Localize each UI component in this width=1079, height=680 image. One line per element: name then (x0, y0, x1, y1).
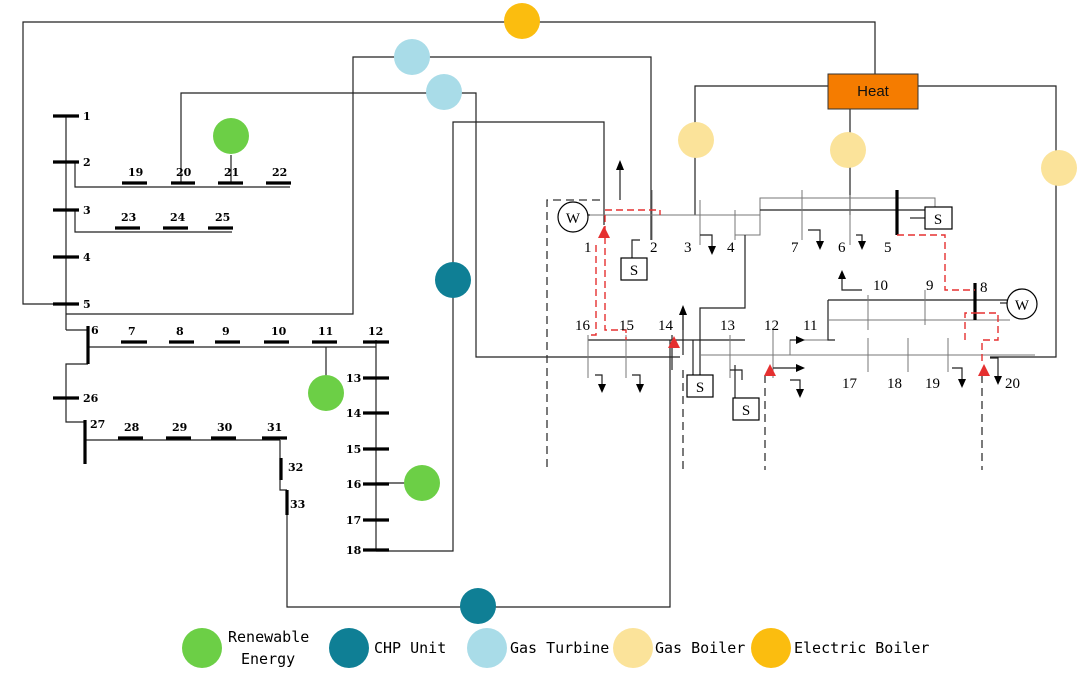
power-bus-label-24: 24 (170, 211, 186, 224)
chp-unit (435, 262, 471, 298)
svg-text:Gas Turbine: Gas Turbine (510, 639, 609, 657)
svg-text:S: S (696, 380, 704, 396)
power-bus-label-28: 28 (124, 421, 140, 434)
heat-node-label-17: 17 (842, 376, 858, 392)
legend: Renewable Energy CHP Unit Gas Turbine Ga… (182, 628, 929, 668)
heat-node-label-4: 4 (727, 240, 735, 256)
heat-node-label-10: 10 (873, 278, 888, 294)
power-bus-label-19: 19 (128, 166, 143, 179)
device-units (213, 3, 1077, 624)
svg-text:S: S (742, 403, 750, 419)
heat-node-label-5: 5 (884, 240, 892, 256)
storage-unit: S (732, 397, 760, 421)
power-bus-label-9: 9 (222, 325, 230, 338)
electric-boiler-unit (504, 3, 540, 39)
power-bus-label-1: 1 (83, 110, 91, 123)
power-bus-label-31: 31 (267, 421, 282, 434)
heat-box: Heat (827, 73, 919, 110)
power-bus-label-8: 8 (176, 325, 184, 338)
heat-node-label-7: 7 (791, 240, 799, 256)
power-bus-label-3: 3 (83, 204, 91, 217)
heat-node-label-1: 1 (584, 240, 592, 256)
power-bus-label-33: 33 (290, 498, 305, 511)
power-bus-label-15: 15 (346, 443, 361, 456)
storage-unit: S (924, 206, 953, 230)
renewable-energy-unit (308, 375, 344, 411)
power-bus-label-32: 32 (288, 461, 303, 474)
renewable-energy-unit (404, 465, 440, 501)
heat-node-label-11: 11 (803, 318, 817, 334)
power-bus-label-27: 27 (90, 418, 105, 431)
legend-item-chp-unit: CHP Unit (329, 628, 446, 668)
heat-node-label-9: 9 (926, 278, 934, 294)
wind-unit: W (1006, 288, 1038, 320)
power-bus-label-30: 30 (217, 421, 233, 434)
power-bus-label-22: 22 (272, 166, 287, 179)
legend-item-gas-boiler: Gas Boiler (613, 628, 745, 668)
heat-node-label-12: 12 (764, 318, 779, 334)
gas-boiler-unit (830, 132, 866, 168)
heat-node-label-2: 2 (650, 240, 658, 256)
svg-text:CHP Unit: CHP Unit (374, 639, 446, 657)
svg-text:W: W (566, 211, 581, 227)
power-bus-label-14: 14 (346, 407, 362, 420)
legend-item-electric-boiler: Electric Boiler (751, 628, 929, 668)
gas-turbine-unit (394, 39, 430, 75)
heat-node-label-16: 16 (575, 318, 591, 334)
legend-item-renewable-energy: Renewable Energy (182, 628, 309, 668)
power-bus-label-18: 18 (346, 544, 362, 557)
svg-text:S: S (934, 212, 942, 228)
svg-text:Renewable: Renewable (228, 628, 309, 646)
gas-boiler-unit (678, 122, 714, 158)
storage-unit: S (620, 257, 648, 281)
heat-node-label-13: 13 (720, 318, 735, 334)
storage-unit: S (686, 374, 714, 398)
legend-item-gas-turbine: Gas Turbine (467, 628, 609, 668)
svg-text:Gas Boiler: Gas Boiler (655, 639, 745, 657)
heat-network (546, 160, 1035, 470)
power-bus-label-13: 13 (346, 372, 361, 385)
heat-node-label-3: 3 (684, 240, 692, 256)
heat-node-label-8: 8 (980, 280, 988, 296)
gas-boiler-unit (1041, 150, 1077, 186)
heat-node-label-18: 18 (887, 376, 902, 392)
power-bus-label-25: 25 (215, 211, 230, 224)
svg-text:Energy: Energy (241, 650, 295, 668)
coupling-lines (22, 21, 1057, 608)
power-bus-label-23: 23 (121, 211, 136, 224)
power-bus-label-10: 10 (271, 325, 287, 338)
power-bus-label-11: 11 (318, 325, 333, 338)
power-bus-label-12: 12 (368, 325, 383, 338)
heat-node-label-15: 15 (619, 318, 634, 334)
power-bus-label-4: 4 (83, 251, 91, 264)
power-bus-label-17: 17 (346, 514, 361, 527)
svg-text:Electric Boiler: Electric Boiler (794, 639, 929, 657)
power-bus-label-16: 16 (346, 478, 362, 491)
heat-node-label-14: 14 (658, 318, 674, 334)
power-network (53, 114, 405, 552)
wind-unit: W (557, 201, 589, 233)
heat-node-label-6: 6 (838, 240, 846, 256)
renewable-energy-unit (213, 118, 249, 154)
heat-node-label-20: 20 (1005, 376, 1020, 392)
power-bus-label-20: 20 (176, 166, 192, 179)
power-bus-label-2: 2 (83, 156, 91, 169)
gas-turbine-unit (426, 74, 462, 110)
svg-text:S: S (630, 263, 638, 279)
svg-text:W: W (1015, 298, 1030, 314)
power-bus-label-6: 6 (91, 324, 99, 337)
heat-node-label-19: 19 (925, 376, 940, 392)
power-bus-label-29: 29 (172, 421, 187, 434)
power-bus-label-7: 7 (128, 325, 136, 338)
power-bus-label-21: 21 (224, 166, 239, 179)
svg-text:Heat: Heat (857, 83, 890, 100)
power-bus-label-26: 26 (83, 392, 99, 405)
chp-unit (460, 588, 496, 624)
power-bus-label-5: 5 (83, 298, 91, 311)
